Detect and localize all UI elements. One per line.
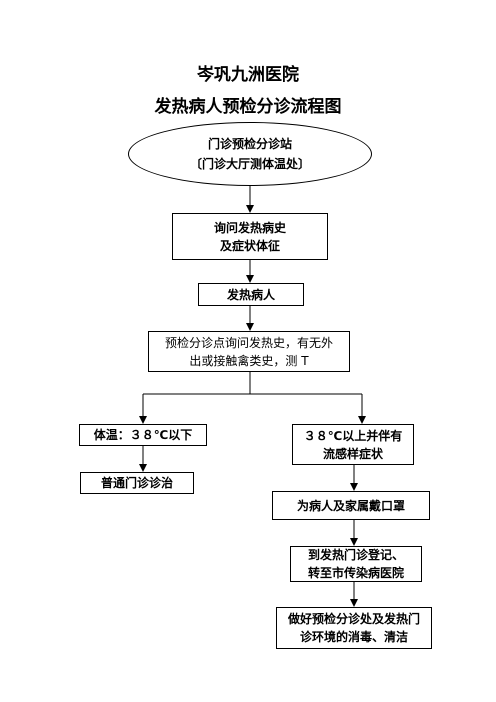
inquiry-line1: 询问发热病史: [213, 220, 286, 235]
station-line1: 门诊预检分诊站: [207, 137, 292, 151]
masks-label: 为病人及家属戴口罩: [296, 498, 405, 513]
high-temp-box: ３８℃以上并伴有 流感样症状: [292, 424, 414, 465]
referral-box: 到发热门诊登记、 转至市传染病医院: [290, 546, 422, 582]
referral-line2: 转至市传染病医院: [307, 566, 404, 580]
fever-patient-label: 发热病人: [226, 287, 275, 302]
fever-patient-box: 发热病人: [198, 283, 304, 306]
station-line2: 〔门诊大厅测体温处〕: [189, 157, 310, 171]
triage-station-ellipse: 门诊预检分诊站 〔门诊大厅测体温处〕: [128, 122, 372, 186]
triage-point-box: 预检分诊点询问发热史，有无外 出或接触禽类史，测 T: [148, 331, 350, 372]
triage-line1: 预检分诊点询问发热史，有无外: [164, 335, 333, 350]
normal-clinic-box: 普通门诊诊治: [80, 472, 194, 494]
low-temp-box: 体温：３８℃以下: [79, 424, 207, 446]
hospital-title: 岑巩九洲医院: [197, 65, 299, 85]
high-temp-line1: ３８℃以上并伴有: [303, 428, 403, 443]
disinfection-line2: 诊环境的消毒、清洁: [299, 630, 408, 644]
disinfection-line1: 做好预检分诊处及发热门: [287, 612, 420, 626]
flowchart-title: 发热病人预检分诊流程图: [154, 97, 342, 117]
low-temp-label: 体温：３８℃以下: [93, 428, 193, 442]
masks-box: 为病人及家属戴口罩: [272, 491, 430, 520]
high-temp-line2: 流感样症状: [322, 446, 383, 461]
inquiry-line2: 及症状体征: [219, 238, 280, 253]
inquiry-box: 询问发热病史 及症状体征: [172, 213, 328, 260]
referral-line1: 到发热门诊登记、: [307, 548, 404, 562]
triage-line2: 出或接触禽类史，测 T: [189, 353, 309, 368]
disinfection-box: 做好预检分诊处及发热门 诊环境的消毒、清洁: [276, 607, 432, 649]
normal-clinic-label: 普通门诊诊治: [100, 476, 173, 490]
